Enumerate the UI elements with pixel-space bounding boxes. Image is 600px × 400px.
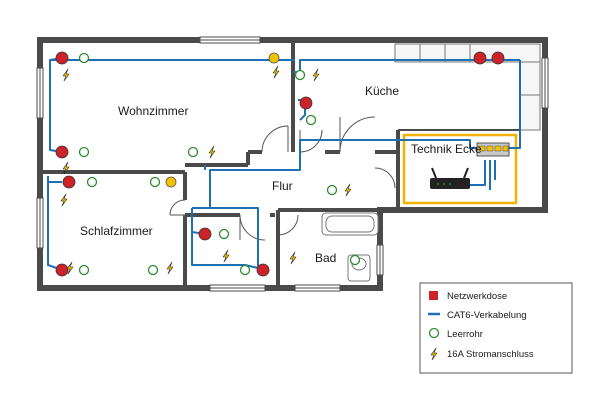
- bath-fixtures: [321, 212, 379, 282]
- router-icon: [430, 167, 470, 189]
- room-label-wohnzimmer: Wohnzimmer: [118, 104, 188, 118]
- cat6-cabling: [47, 55, 521, 271]
- room-label-flur: Flur: [272, 179, 293, 193]
- legend-cat6: CAT6-Verkabelung: [447, 310, 527, 321]
- patch-panel-icon: [476, 142, 510, 157]
- outlets-yellow: [165, 52, 280, 188]
- legend-conduit: Leerrohr: [447, 329, 483, 340]
- walls: [37, 37, 548, 291]
- room-label-schlafzimmer: Schlafzimmer: [80, 224, 153, 238]
- kitchen-counter: [394, 43, 541, 131]
- doors: [169, 116, 396, 241]
- legend-power: 16A Stromanschluss: [447, 349, 534, 360]
- legend: Netzwerkdose CAT6-Verkabelung Leerrohr 1…: [419, 282, 573, 374]
- windows: [36, 36, 549, 292]
- legend-conduit-icon: [428, 327, 440, 339]
- legend-network-socket: Netzwerkdose: [447, 291, 507, 302]
- room-label-technik: Technik Ecke: [411, 142, 482, 156]
- room-label-kueche: Küche: [365, 84, 399, 98]
- legend-network-socket-icon: [429, 291, 438, 300]
- room-label-bad: Bad: [315, 251, 336, 265]
